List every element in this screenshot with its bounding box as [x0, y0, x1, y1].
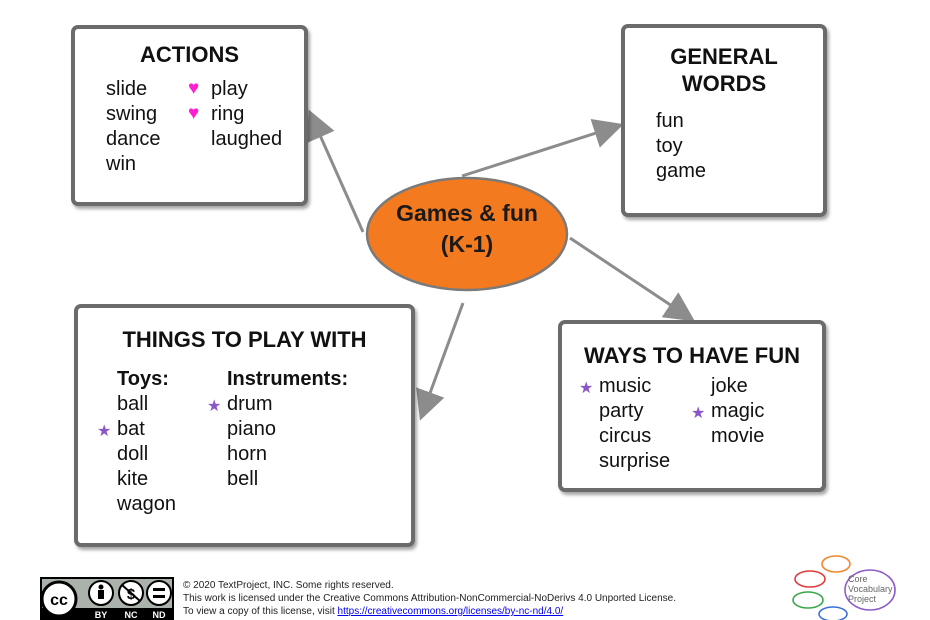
logo-line3: Project: [848, 594, 877, 604]
license-link-line: To view a copy of this license, visit ht…: [183, 606, 563, 618]
star-icon: ★: [207, 398, 222, 415]
arrow-to-ways-to-have-fun: [569, 236, 695, 322]
logo-line2: Vocabulary: [848, 584, 893, 594]
word: joke: [711, 375, 748, 397]
instruments-heading: Instruments:: [227, 368, 349, 390]
things-title: THINGS TO PLAY WITH: [122, 327, 367, 352]
word-text: magic: [711, 400, 765, 422]
word: ★ bat: [97, 417, 176, 442]
heart-icon: ♥: [188, 103, 200, 124]
cc-nd-label: ND: [153, 610, 166, 620]
actions-col2: ♥ play ♥ ring laughed: [188, 77, 283, 152]
star-icon: ★: [691, 405, 706, 422]
word: ♥ ring: [188, 102, 282, 127]
ways-col1: ★ music party circus surprise: [579, 374, 671, 474]
word: circus: [599, 425, 652, 447]
word-text: bat: [117, 418, 145, 440]
star-icon: ★: [579, 380, 594, 397]
word: slide: [106, 78, 148, 100]
license-link-prefix: To view a copy of this license, visit: [183, 606, 338, 617]
star-icon: ★: [97, 423, 112, 440]
instruments-list: Instruments: ★ drum piano horn bell: [207, 367, 349, 492]
ways-col2: joke ★ magic movie: [691, 374, 765, 449]
word: surprise: [599, 450, 671, 472]
actions-title: ACTIONS: [140, 42, 239, 67]
toys-list: Toys: ball ★ bat doll kite wagon: [97, 367, 176, 517]
actions-box: ACTIONS slide swing dance win ♥ play ♥ rin…: [71, 25, 308, 206]
word: ★ music: [579, 374, 670, 399]
word: wagon: [117, 493, 176, 515]
word-text: music: [599, 375, 652, 397]
arrow-to-things-to-play-with: [416, 302, 465, 421]
center-topic: Games & fun (K-1): [364, 198, 570, 260]
word: horn: [227, 443, 268, 465]
word: piano: [227, 418, 276, 440]
ways-to-have-fun-box: WAYS TO HAVE FUN ★ music party circus sur…: [558, 320, 826, 492]
word: ♥ play: [188, 77, 282, 102]
cc-by-label: BY: [95, 610, 108, 620]
arrow-to-general-words: [461, 119, 624, 178]
cc-license-badge: cc $ BY NC ND: [40, 577, 174, 620]
cc-nc-label: NC: [125, 610, 138, 620]
ways-title: WAYS TO HAVE FUN: [584, 343, 800, 368]
center-topic-ellipse: [365, 176, 569, 292]
general-words-list: fun toy game: [656, 109, 706, 184]
word: game: [656, 160, 707, 182]
word: dance: [106, 128, 161, 150]
things-to-play-with-box: THINGS TO PLAY WITH Toys: ball ★ bat doll…: [74, 304, 415, 547]
word-text: play: [211, 78, 248, 100]
license-line: This work is licensed under the Creative…: [183, 593, 676, 604]
heart-icon: ♥: [188, 78, 200, 99]
general-words-title: GENERAL WORDS: [625, 43, 823, 97]
word: laughed: [211, 128, 283, 150]
license-link[interactable]: https://creativecommons.org/licenses/by-…: [337, 606, 564, 617]
word: movie: [711, 425, 765, 447]
core-vocabulary-project-logo: Core Vocabulary Project: [792, 555, 896, 620]
center-topic-line1: Games & fun: [396, 200, 538, 226]
word: doll: [117, 443, 149, 465]
general-title-line1: GENERAL: [670, 44, 778, 69]
word: swing: [106, 103, 158, 125]
word: toy: [656, 135, 683, 157]
word: ★ magic: [691, 399, 765, 424]
general-words-box: GENERAL WORDS fun toy game: [621, 24, 827, 217]
copyright-line: © 2020 TextProject, INC. Some rights res…: [183, 580, 394, 591]
word: ★ drum: [207, 392, 348, 417]
word: fun: [656, 110, 684, 132]
word: bell: [227, 468, 259, 490]
word: win: [106, 153, 137, 175]
cc-icon: cc: [50, 592, 68, 609]
word: ball: [117, 393, 149, 415]
word-text: drum: [227, 393, 273, 415]
actions-col1: slide swing dance win: [106, 77, 161, 177]
toys-heading: Toys:: [117, 368, 169, 390]
word: kite: [117, 468, 149, 490]
arrow-to-actions: [307, 109, 365, 233]
center-topic-line2: (K-1): [440, 231, 494, 257]
logo-line1: Core: [848, 574, 868, 584]
word-text: ring: [211, 103, 245, 125]
word: party: [599, 400, 644, 422]
general-title-line2: WORDS: [681, 71, 767, 96]
